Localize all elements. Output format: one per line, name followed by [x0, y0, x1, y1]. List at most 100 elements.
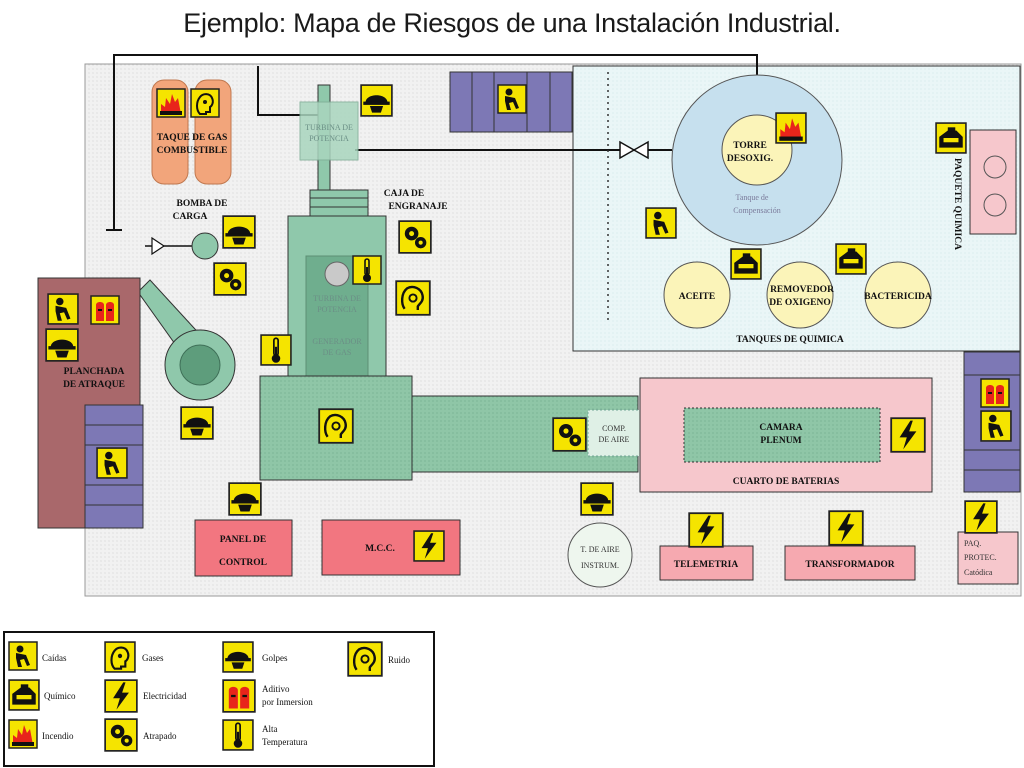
- legend-golpes-label: Golpes: [262, 653, 288, 663]
- electricidad-icon: [828, 510, 864, 546]
- legend-caidas-label: Caídas: [42, 653, 67, 663]
- air-tank-label-1: T. DE AIRE: [580, 545, 619, 554]
- load-pump: [191, 232, 219, 260]
- plenum-chamber: [683, 407, 881, 463]
- generator-label-2: DE GAS: [323, 348, 352, 357]
- turbine-label-1: TURBINA DE: [305, 123, 353, 132]
- chemical-package: [969, 129, 1017, 235]
- plenum-label-1: CAMARA: [759, 423, 802, 433]
- bactericide-label: BACTERICIDA: [864, 292, 932, 302]
- alta-temp-icon: [260, 334, 292, 366]
- golpes-icon: [180, 406, 214, 440]
- aditivos-icon: [980, 378, 1010, 408]
- pump-label-1: BOMBA DE: [177, 199, 228, 209]
- ruido-icon: [318, 408, 354, 444]
- bactericide-tank: [864, 261, 932, 329]
- mcc-label: M.C.C.: [365, 544, 395, 554]
- power-turbine-label-2: POTENCIA: [317, 305, 357, 314]
- legend-quimico-label: Químico: [44, 691, 76, 701]
- legend-ruido-label: Ruido: [388, 655, 411, 665]
- valve-icon: [619, 140, 636, 160]
- turbine-label-2: POTENCIA: [309, 134, 349, 143]
- fuel-tank-label-1: TAQUE DE GAS: [157, 133, 228, 143]
- oil-tank-label: ACEITE: [679, 292, 715, 302]
- chemical-package-label: PAQUETE QUIMICA: [952, 158, 962, 250]
- legend-incendio-icon: [8, 719, 38, 749]
- transformer-room: [784, 545, 916, 581]
- atrapado-icon: [398, 220, 432, 254]
- legend-caidas-icon: [8, 641, 38, 671]
- control-panel-room: [194, 519, 293, 577]
- plenum-label-2: PLENUM: [760, 436, 801, 446]
- golpes-icon: [360, 84, 393, 117]
- legend-electricidad-icon: [104, 679, 138, 713]
- cathodic-protection-room: [957, 531, 1019, 585]
- legend-golpes-icon: [222, 641, 254, 673]
- gearbox-label-1: CAJA DE: [384, 189, 424, 199]
- compressor-label-1: COMP.: [602, 424, 626, 433]
- dock-label-1: PLANCHADA: [64, 367, 125, 377]
- pump-label-2: CARGA: [173, 212, 208, 222]
- dock-label-2: DE ATRAQUE: [63, 380, 125, 390]
- gearbox-label-2: ENGRANAJE: [388, 202, 447, 212]
- check-valve-icon: [151, 236, 166, 256]
- legend-alta-temp-label-2: Temperatura: [262, 737, 307, 747]
- chem-tanks-label: TANQUES DE QUIMICA: [736, 335, 844, 345]
- air-compressor: [587, 409, 641, 457]
- fuel-tank-label-2: COMBUSTIBLE: [157, 146, 228, 156]
- electricidad-icon: [413, 530, 445, 562]
- legend-aditivos-label-1: Aditivo: [262, 684, 290, 694]
- legend-alta-temp-label-1: Alta: [262, 724, 278, 734]
- quimico-icon: [835, 243, 867, 275]
- legend-quimico-icon: [8, 679, 40, 711]
- tower-label-2: DESOXIG.: [727, 154, 773, 164]
- atrapado-icon: [213, 262, 247, 296]
- oxygen-remover-tank: [766, 261, 834, 329]
- legend-gases-icon: [104, 641, 136, 673]
- electricidad-icon: [964, 500, 998, 534]
- electricidad-icon: [688, 512, 724, 548]
- control-panel-label-2: CONTROL: [219, 558, 267, 568]
- instrument-air-tank: [567, 522, 633, 588]
- turbine-housing: [299, 101, 359, 161]
- gases-icon: [190, 88, 220, 118]
- power-turbine-label-1: TURBINA DE: [313, 294, 361, 303]
- incendio-icon: [775, 112, 807, 144]
- page-title: Ejemplo: Mapa de Riesgos de una Instalac…: [183, 8, 841, 38]
- golpes-icon: [228, 482, 262, 516]
- remover-label-1: REMOVEDOR: [770, 285, 834, 295]
- gearbox: [309, 189, 369, 217]
- quimico-icon: [730, 248, 762, 280]
- ruido-icon: [395, 280, 431, 316]
- cathodic-label-1: PAQ.: [964, 539, 981, 548]
- legend-aditivos-icon: [222, 679, 256, 713]
- aditivos-icon: [90, 295, 120, 325]
- alta-temp-icon: [352, 255, 382, 285]
- surge-tank-label-2: Compensación: [733, 206, 781, 215]
- surge-tank-label-1: Tanque de: [736, 193, 769, 202]
- exhaust-inner: [179, 344, 221, 386]
- remover-label-2: DE OXIGENO: [769, 298, 831, 308]
- tower-label-1: TORRE: [733, 141, 767, 151]
- golpes-icon: [222, 215, 256, 249]
- caidas-icon: [96, 447, 128, 479]
- caidas-icon: [497, 84, 527, 114]
- battery-room-label: CUARTO DE BATERIAS: [733, 477, 839, 487]
- telemetry-room: [659, 545, 754, 581]
- oil-tank: [663, 261, 731, 329]
- cathodic-label-3: Catódica: [964, 568, 993, 577]
- incendio-icon: [156, 88, 186, 118]
- air-tank-label-2: INSTRUM.: [581, 561, 619, 570]
- legend-alta-temp-icon: [222, 719, 254, 751]
- legend-incendio-label: Incendio: [42, 731, 74, 741]
- atrapado-icon: [552, 417, 587, 452]
- telemetry-label: TELEMETRIA: [674, 560, 739, 570]
- caidas-icon: [645, 207, 677, 239]
- caidas-icon: [980, 410, 1012, 442]
- valve-icon-2: [632, 140, 649, 160]
- legend-atrapado-icon: [104, 718, 138, 752]
- transformer-label: TRANSFORMADOR: [805, 560, 894, 570]
- deoxygenation-tower: [721, 114, 793, 186]
- generator-label-1: GENERADOR: [312, 337, 362, 346]
